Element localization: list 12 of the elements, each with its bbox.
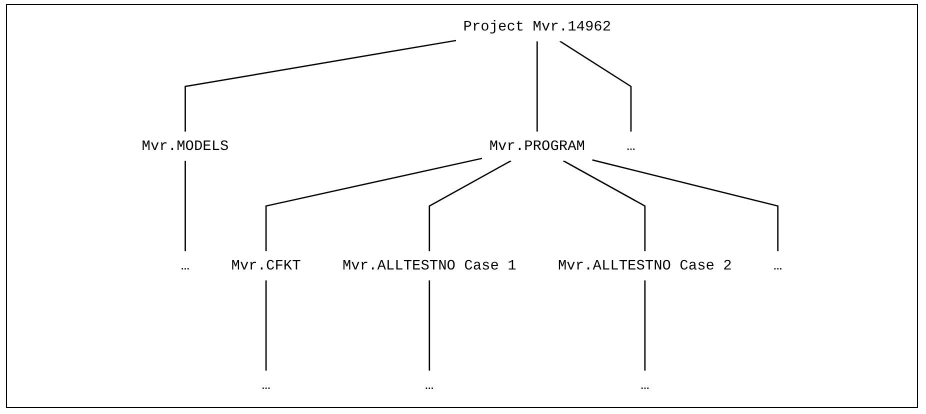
connector-line	[428, 160, 512, 252]
connector-line	[562, 160, 646, 252]
connector-line	[560, 40, 632, 132]
connector-line	[644, 280, 646, 371]
connector-line	[428, 280, 430, 371]
connector-line	[265, 280, 267, 371]
connector-line	[265, 158, 482, 252]
connector-line	[184, 160, 186, 252]
connector-line	[592, 159, 779, 252]
connector-line	[536, 41, 538, 132]
connector-line	[184, 40, 456, 132]
node-label: Mvr.PROGRAM	[482, 132, 592, 161]
